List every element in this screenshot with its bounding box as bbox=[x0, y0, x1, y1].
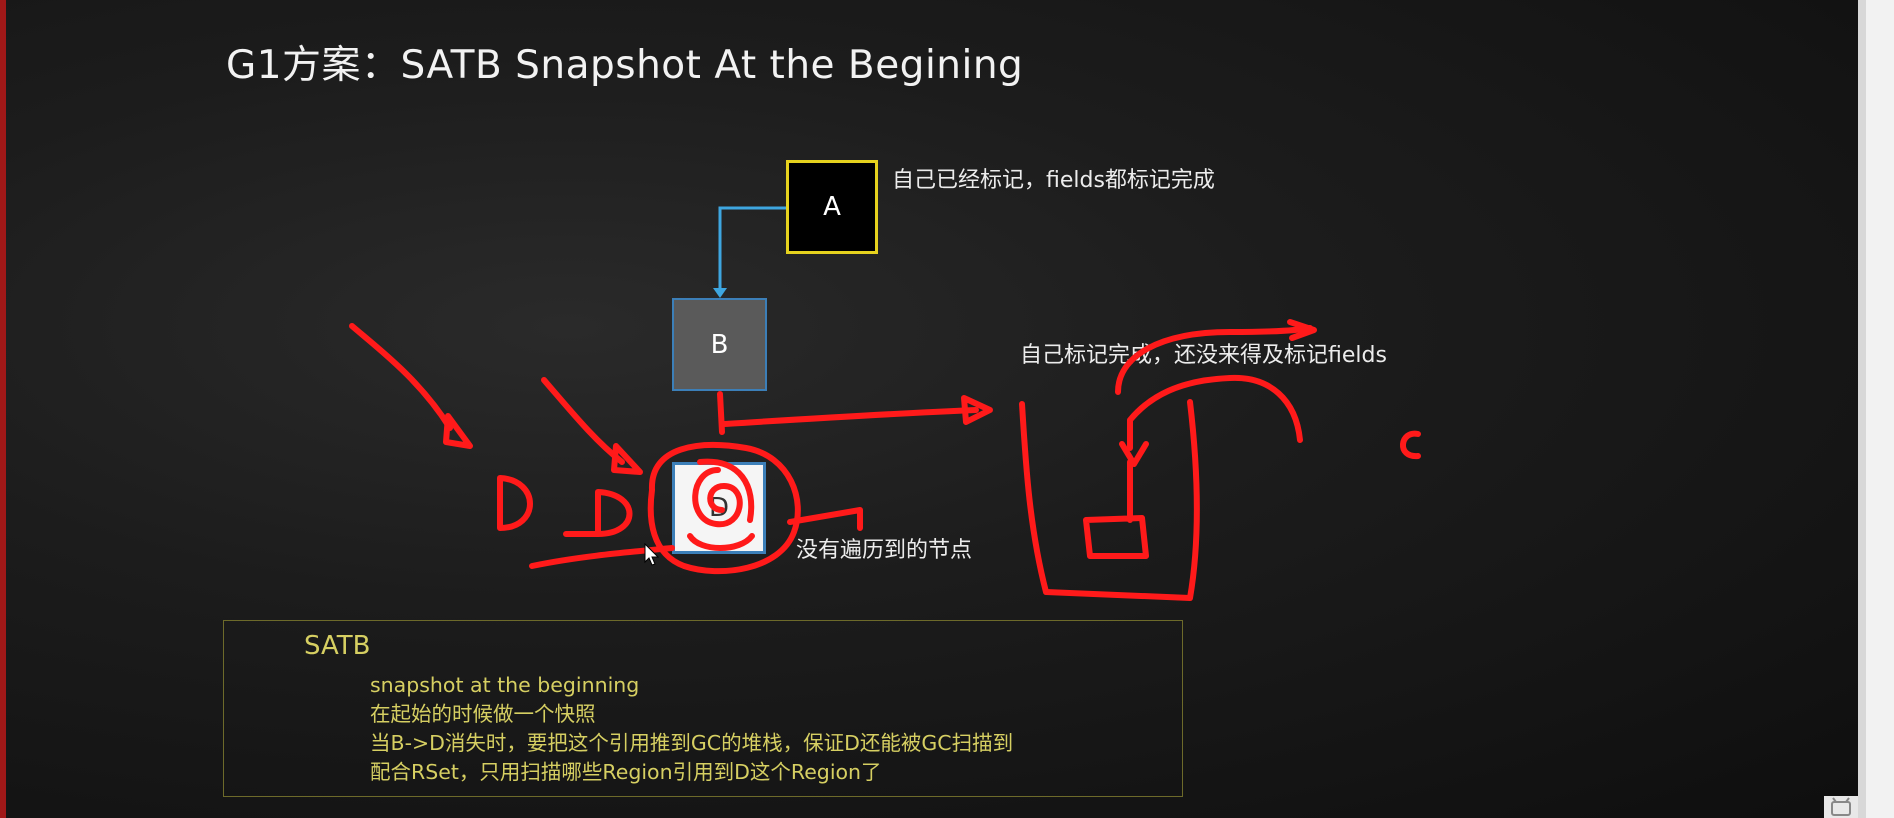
satb-heading: SATB bbox=[304, 631, 371, 661]
left-edge-bar bbox=[0, 0, 6, 818]
node-d: D bbox=[672, 462, 766, 554]
a-to-b-arrow bbox=[718, 206, 786, 292]
satb-line: snapshot at the beginning bbox=[370, 673, 640, 697]
satb-line: 当B->D消失时，要把这个引用推到GC的堆栈，保证D还能被GC扫描到 bbox=[370, 731, 1014, 755]
note-node-d: 没有遍历到的节点 bbox=[796, 538, 973, 563]
a-to-b-arrowhead bbox=[713, 288, 727, 298]
note-node-c: 自己标记完成，还没来得及标记fields bbox=[1020, 343, 1387, 368]
right-side-panel bbox=[1858, 0, 1894, 818]
node-b: B bbox=[672, 298, 767, 391]
mouse-pointer-icon bbox=[644, 543, 660, 566]
slide-title: G1方案：SATB Snapshot At the Begining bbox=[226, 43, 1024, 88]
tv-icon bbox=[1824, 796, 1858, 818]
note-node-a: 自己已经标记，fields都标记完成 bbox=[892, 168, 1215, 193]
node-a: A bbox=[786, 160, 878, 254]
satb-lines: snapshot at the beginning 在起始的时候做一个快照 当B… bbox=[370, 671, 1013, 787]
satb-line: 在起始的时候做一个快照 bbox=[370, 702, 596, 726]
satb-line: 配合RSet，只用扫描哪些Region引用到D这个Region了 bbox=[370, 760, 882, 784]
satb-summary-box: SATB snapshot at the beginning 在起始的时候做一个… bbox=[223, 620, 1183, 797]
